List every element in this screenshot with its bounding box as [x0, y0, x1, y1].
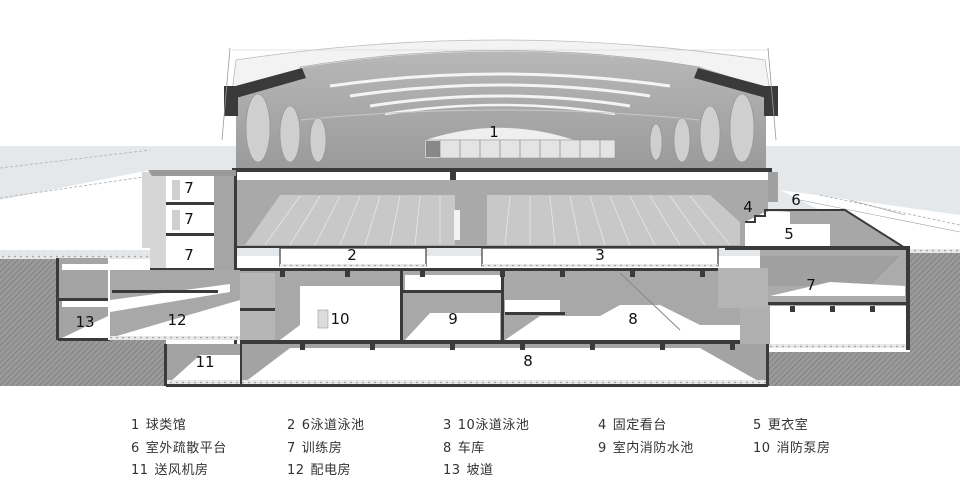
- legend-label: 更衣室: [767, 418, 809, 433]
- room-label-8-lower: 8: [523, 352, 533, 370]
- legend-number: 12: [287, 463, 305, 478]
- central-basement: [240, 271, 768, 344]
- legend-item-7: 7 训练房: [287, 437, 342, 456]
- room-label-2: 2: [347, 246, 357, 264]
- hall-floor-slab: [232, 168, 772, 182]
- legend-number: 1: [131, 418, 140, 433]
- legend-label: 10泳道泳池: [457, 418, 530, 433]
- room-label-1: 1: [489, 123, 499, 141]
- room-label-10: 10: [330, 310, 349, 328]
- legend-label: 消防泵房: [776, 441, 831, 456]
- legend-label: 固定看台: [612, 418, 667, 433]
- legend-number: 7: [287, 441, 296, 456]
- room-label-7-middle: 7: [184, 210, 194, 228]
- room-label-13: 13: [75, 313, 94, 331]
- room-label-6: 6: [791, 191, 801, 209]
- legend-number: 13: [443, 463, 461, 478]
- natatorium-level: [236, 180, 768, 271]
- right-basement: [718, 250, 910, 350]
- legend-number: 2: [287, 418, 296, 433]
- room-label-12: 12: [167, 311, 186, 329]
- room-label-7-upper: 7: [184, 179, 194, 197]
- legend-item-2: 2 6泳道泳池: [287, 414, 365, 433]
- legend: 1 球类馆 2 6泳道泳池 3 10泳道泳池 4 固定看台 5 更衣室 6 室外疏散平台 7…: [0, 405, 960, 483]
- room-label-11: 11: [195, 353, 214, 371]
- room-label-4: 4: [743, 198, 753, 216]
- legend-item-4: 4 固定看台: [598, 414, 667, 433]
- building-section-drawing: 1 2 3 4 5 6 7 7 7 7 8 8 9 10 11 12 13: [0, 39, 960, 387]
- legend-item-10: 10 消防泵房: [753, 437, 831, 456]
- legend-number: 11: [131, 463, 149, 478]
- room-label-9: 9: [448, 310, 458, 328]
- legend-label: 配电房: [310, 463, 352, 478]
- legend-item-11: 11 送风机房: [131, 459, 209, 478]
- legend-number: 5: [753, 418, 762, 433]
- room-label-5: 5: [784, 225, 794, 243]
- room-label-7-right: 7: [806, 276, 816, 294]
- legend-item-8: 8 车库: [443, 437, 485, 456]
- ground-earth: [0, 249, 960, 386]
- legend-label: 车库: [457, 441, 485, 456]
- legend-label: 坡道: [466, 463, 494, 478]
- beam-stubs: [280, 271, 875, 350]
- left-basement: [56, 258, 240, 341]
- legend-item-9: 9 室内消防水池: [598, 437, 694, 456]
- legend-item-12: 12 配电房: [287, 459, 351, 478]
- roof-structure: [221, 39, 778, 170]
- legend-number: 4: [598, 418, 607, 433]
- legend-label: 6泳道泳池: [301, 418, 365, 433]
- lower-garage: [164, 344, 769, 387]
- room-labels: 1 2 3 4 5 6 7 7 7 7 8 8 9 10 11 12 13: [75, 123, 815, 371]
- legend-number: 9: [598, 441, 607, 456]
- room-label-3: 3: [595, 246, 605, 264]
- legend-label: 训练房: [301, 441, 343, 456]
- legend-item-1: 1 球类馆: [131, 414, 186, 433]
- legend-label: 送风机房: [154, 463, 209, 478]
- right-stand-block: [725, 172, 960, 250]
- legend-number: 8: [443, 441, 452, 456]
- legend-number: 10: [753, 441, 771, 456]
- legend-number: 6: [131, 441, 140, 456]
- room-label-8-upper: 8: [628, 310, 638, 328]
- legend-label: 室外疏散平台: [145, 441, 227, 456]
- legend-item-5: 5 更衣室: [753, 414, 808, 433]
- legend-item-3: 3 10泳道泳池: [443, 414, 529, 433]
- legend-item-6: 6 室外疏散平台: [131, 437, 227, 456]
- legend-label: 室内消防水池: [612, 441, 694, 456]
- legend-item-13: 13 坡道: [443, 459, 494, 478]
- legend-number: 3: [443, 418, 452, 433]
- room-label-7-lower: 7: [184, 246, 194, 264]
- legend-label: 球类馆: [145, 418, 187, 433]
